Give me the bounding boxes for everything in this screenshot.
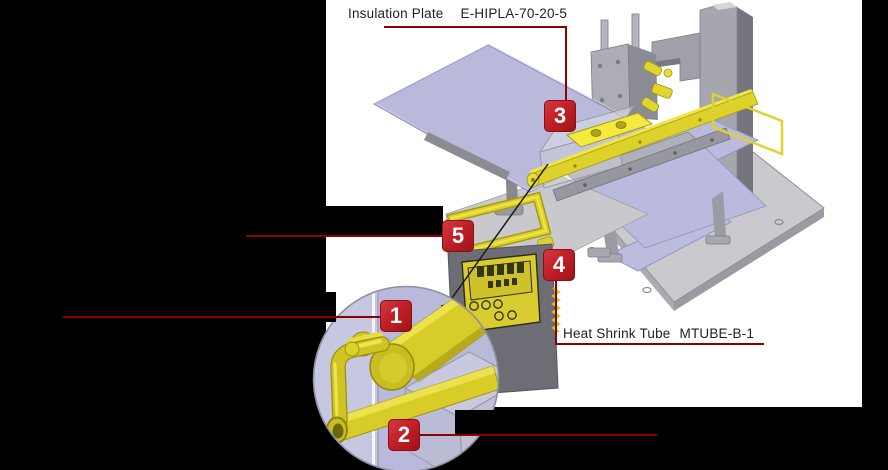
- clamp-bar: [552, 127, 731, 202]
- zoom-callout-line: [451, 163, 549, 299]
- heater-bracket: [565, 112, 654, 148]
- magnified-tube-open-end: [326, 416, 348, 444]
- sheet-clamp-bar: [424, 132, 510, 180]
- insulation-plate-label: Insulation Plate E-HIPLA-70-20-5: [348, 6, 567, 21]
- badge-3: 3: [544, 100, 576, 132]
- badge-5: 5: [442, 220, 474, 252]
- badge-2: 2: [388, 419, 420, 451]
- leader-lines: [63, 26, 764, 436]
- magnified-heater-cylinder: [350, 298, 492, 391]
- heater-bar: [526, 89, 759, 188]
- badge-5-number: 5: [451, 223, 465, 248]
- heat-shrink-tube-label: Heat Shrink Tube MTUBE-B-1: [563, 326, 754, 341]
- yellow-frame-loop: [711, 92, 784, 156]
- badge-4: 4: [543, 249, 575, 281]
- badge-1: 1: [380, 300, 412, 332]
- heat-shrink-tube-name: Heat Shrink Tube: [563, 326, 671, 341]
- air-fittings: [641, 60, 673, 113]
- hidden-label-box-upper-left: [180, 206, 443, 237]
- insulation-plate-part-no: E-HIPLA-70-20-5: [460, 6, 568, 21]
- badge-1-number: 1: [389, 303, 403, 328]
- badge-4-number: 4: [552, 252, 566, 277]
- controller-face: [461, 253, 541, 333]
- hidden-label-box-bottom: [455, 410, 710, 434]
- magnified-bent-tube: [330, 332, 390, 428]
- leader-line-item3: [384, 26, 567, 100]
- insulation-plate-name: Insulation Plate: [348, 6, 444, 21]
- badge-2-number: 2: [397, 422, 411, 447]
- leader-line-item4: [555, 281, 764, 345]
- badge-3-number: 3: [553, 103, 567, 128]
- heat-shrink-tube-part-no: MTUBE-B-1: [679, 326, 755, 341]
